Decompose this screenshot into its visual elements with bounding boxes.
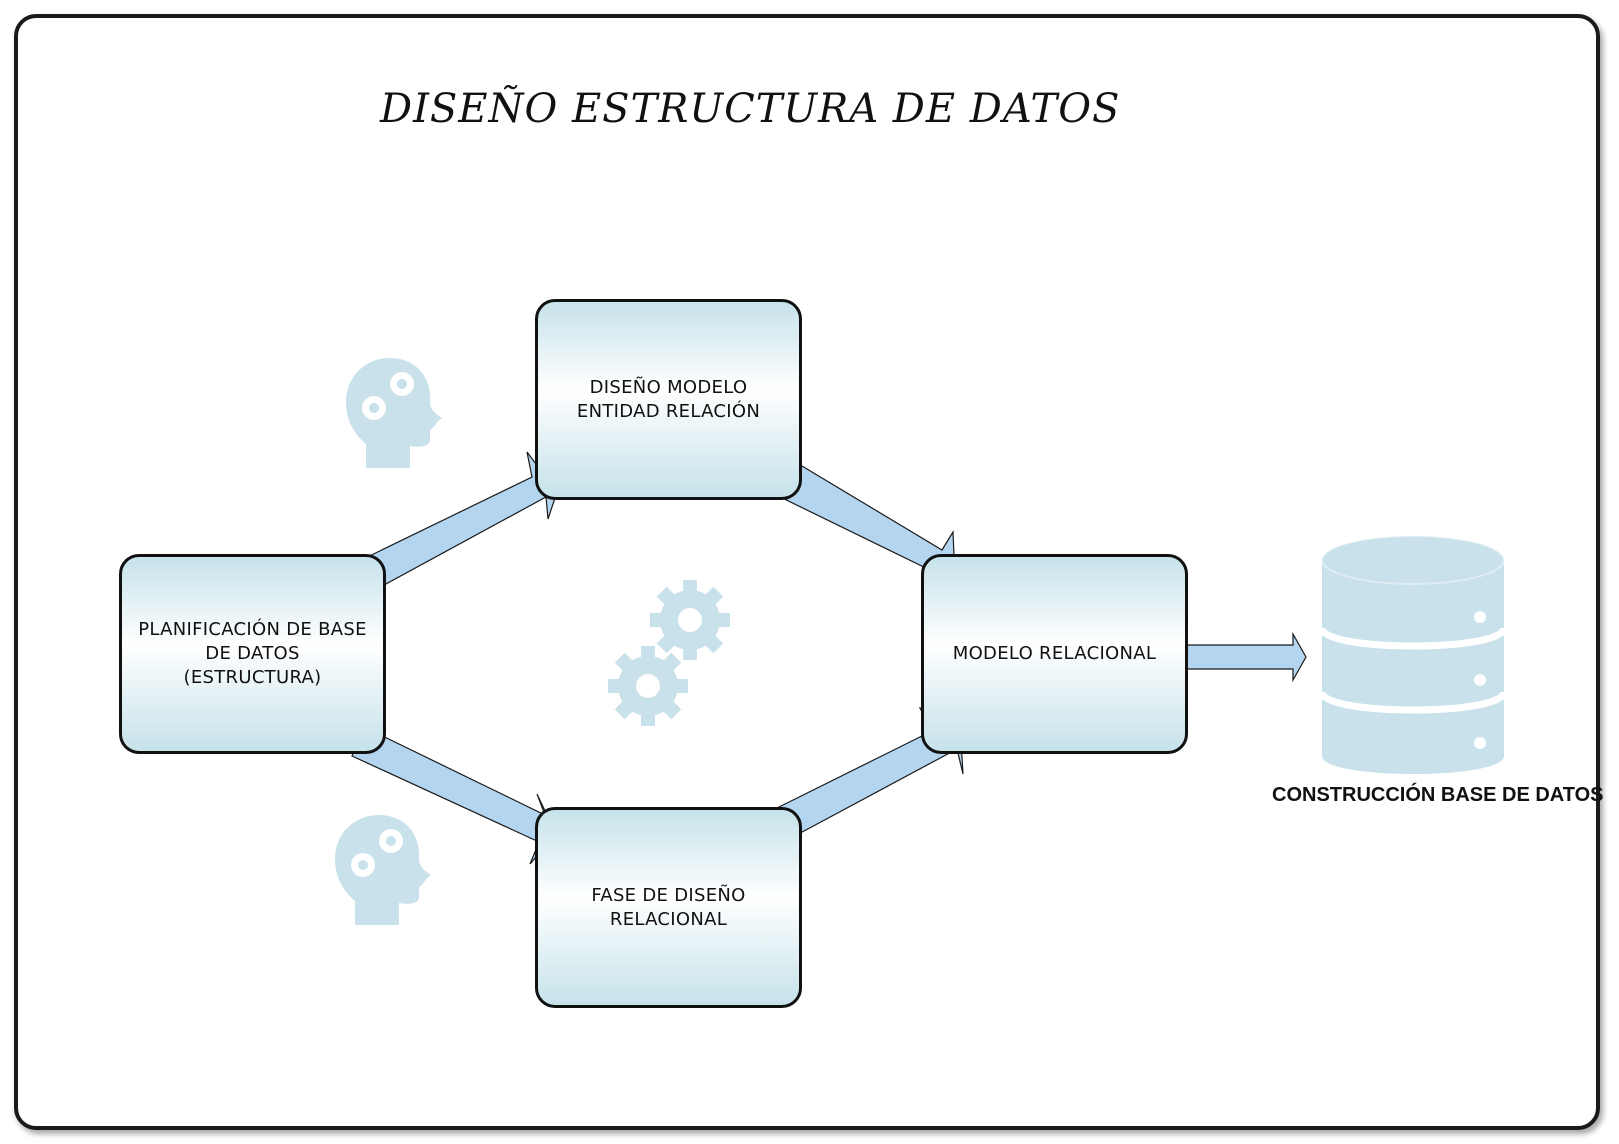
node-fase-diseno: FASE DE DISEÑO RELACIONAL — [535, 807, 802, 1008]
node-modelo-relacional-label: MODELO RELACIONAL — [952, 643, 1157, 664]
arrow-rel-to-db — [1172, 631, 1307, 683]
head-gears-icon — [335, 815, 431, 925]
diagram-title: DISEÑO ESTRUCTURA DE DATOS — [380, 86, 1121, 132]
node-modelo-relacional: MODELO RELACIONAL — [921, 554, 1188, 754]
gears-icon — [608, 580, 730, 726]
node-planificacion-label: PLANIFICACIÓN DE BASE DE DATOS (ESTRUCTU… — [138, 619, 367, 688]
database-icon — [1318, 535, 1508, 774]
node-modelo-entidad: DISEÑO MODELO ENTIDAD RELACIÓN — [535, 299, 802, 500]
head-gears-icon — [346, 358, 442, 468]
node-modelo-entidad-label: DISEÑO MODELO ENTIDAD RELACIÓN — [576, 376, 761, 422]
arrow-plan-to-er — [356, 451, 558, 592]
node-planificacion: PLANIFICACIÓN DE BASE DE DATOS (ESTRUCTU… — [119, 554, 386, 754]
database-label: CONSTRUCCIÓN BASE DE DATOS — [1272, 784, 1604, 806]
node-fase-diseno-label: FASE DE DISEÑO RELACIONAL — [591, 884, 746, 930]
